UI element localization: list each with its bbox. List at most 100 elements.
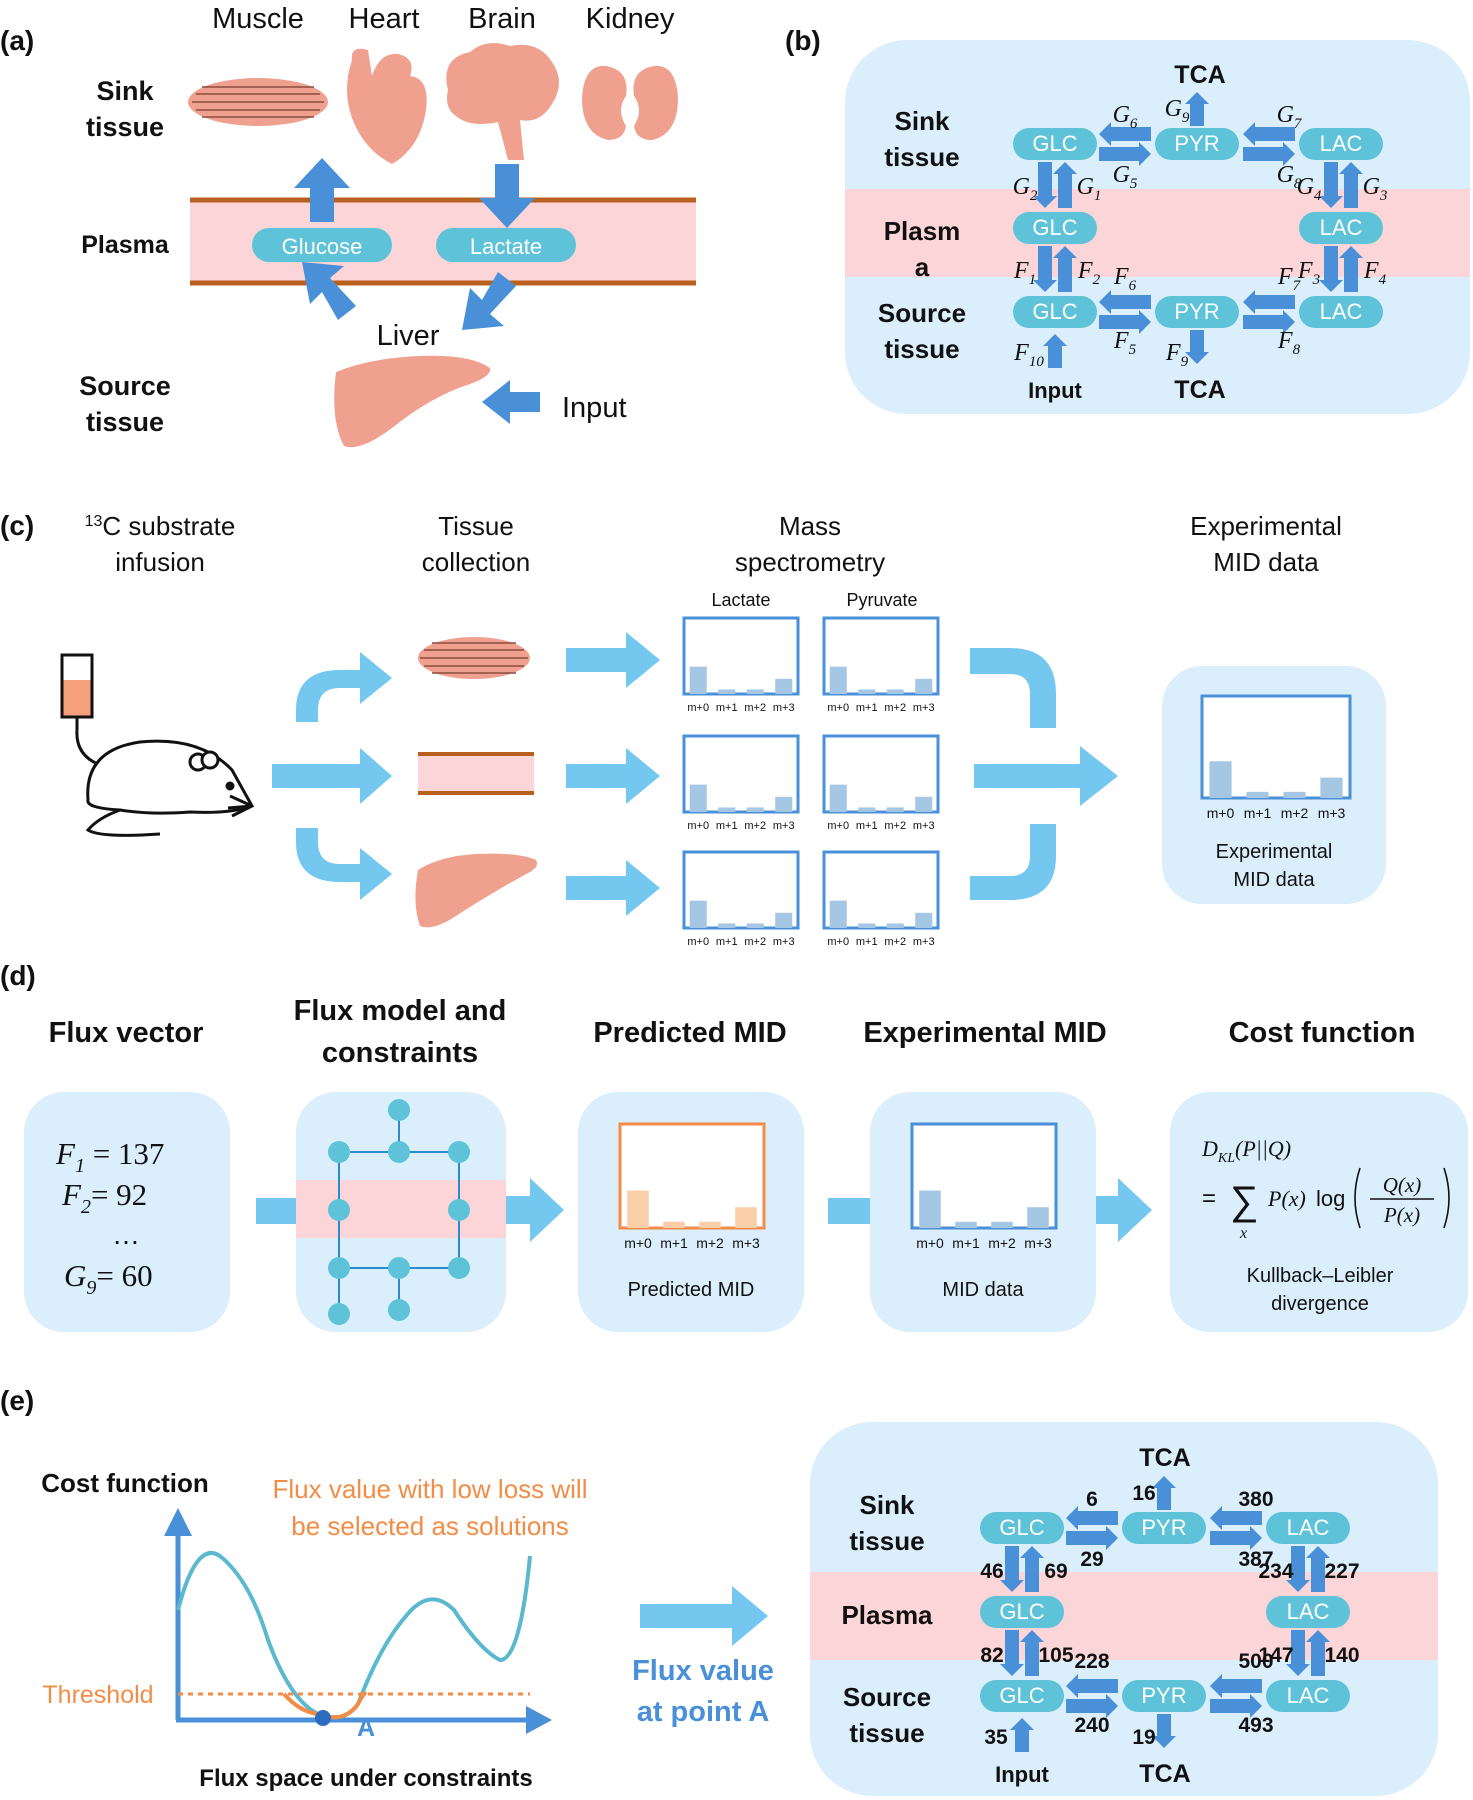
d-net-node-7 <box>388 1257 410 1279</box>
panel-d-label: (d) <box>0 960 36 991</box>
kidney-icon <box>582 65 678 140</box>
e-arrow-f10 <box>1010 1718 1034 1752</box>
b-flux-label-f5: F5 <box>1113 328 1137 358</box>
e-sink-glc-label: GLC <box>999 1515 1044 1540</box>
d-exp-mid-bar-0 <box>919 1190 941 1228</box>
e-low-loss-segment <box>282 1690 368 1720</box>
e-arrow-g8 <box>1210 1526 1262 1550</box>
c-mid-r1-c1-bar-0 <box>829 784 847 812</box>
d-net-node-3 <box>448 1141 470 1163</box>
liver-label: Liver <box>377 320 440 352</box>
panel-c-label: (c) <box>0 510 34 541</box>
b-source-glc-label: GLC <box>1032 299 1077 324</box>
b-plasma-glc-pill <box>1013 212 1097 244</box>
c-mid-r0-c1-bar-2 <box>886 689 904 694</box>
b-flux-label-g8: G8 <box>1277 162 1302 192</box>
d-exp-mid-tick-1: m+1 <box>952 1235 980 1251</box>
c-mid-r0-c0-tick-0: m+0 <box>687 702 709 714</box>
c-mid-r0-c0-bar-0 <box>689 666 707 694</box>
c-mid-r0-c1-tick-1: m+1 <box>856 702 878 714</box>
e-arrow-g2 <box>1000 1546 1024 1592</box>
d-net-node-4 <box>328 1199 350 1221</box>
muscle-icon <box>188 78 328 126</box>
c-mid-r1-c0-tick-2: m+2 <box>744 820 766 832</box>
b-arrow-g2 <box>1033 162 1057 208</box>
c-mid-r2-c0-tick-1: m+1 <box>716 936 738 948</box>
e-arrow-g1 <box>1020 1546 1044 1592</box>
c-exp-mid-tick-3: m+3 <box>1318 805 1346 821</box>
c-exp-mid-tick-2: m+2 <box>1281 805 1309 821</box>
e-threshold-label: Threshold <box>42 1681 153 1709</box>
d-cost-box <box>1170 1092 1468 1332</box>
b-source-lac-pill <box>1299 296 1383 328</box>
e-arrow-g3 <box>1306 1546 1330 1592</box>
b-arrow-f1 <box>1033 246 1057 292</box>
brain-to-lactate-arrow <box>479 164 535 228</box>
d-flow-arrows <box>256 1178 1152 1242</box>
c-mid-r1-c1-bar-2 <box>886 807 904 812</box>
c-mid-r1-c1-bar-1 <box>858 807 876 812</box>
c-mid-r0-c0-bar-2 <box>746 689 764 694</box>
c-mid-r1-c1-tick-2: m+2 <box>884 820 906 832</box>
e-arrow-g7 <box>1210 1506 1262 1530</box>
d-pred-mid-tick-1: m+1 <box>660 1235 688 1251</box>
b-arrow-g4 <box>1319 162 1343 208</box>
a-plasma-label: Plasma <box>81 231 170 259</box>
c-mid-r0-c1-bar-0 <box>829 666 847 694</box>
d-pred-mid-bar-3 <box>735 1207 757 1228</box>
mouse-infusion-icon <box>60 653 255 837</box>
liver-sample-icon <box>415 853 538 928</box>
c-flow-arrows <box>272 632 1118 916</box>
e-tca-bottom: TCA <box>1139 1760 1190 1788</box>
c-mid-r2-c0-bar-2 <box>746 923 764 928</box>
glucose-label: Glucose <box>282 234 363 259</box>
c-exp-mid-bar-1 <box>1246 791 1269 798</box>
d-net-node-1 <box>388 1141 410 1163</box>
b-tca-bottom: TCA <box>1174 376 1225 404</box>
e-flux-value-f6: 228 <box>1074 1650 1109 1673</box>
b-flux-label-f7: F7 <box>1277 264 1302 294</box>
d-net-node-8 <box>448 1257 470 1279</box>
e-flux-value-f2: 105 <box>1038 1644 1073 1667</box>
b-arrow-g8 <box>1243 142 1295 166</box>
b-input-label: Input <box>1028 378 1082 403</box>
b-sink-lac-label: LAC <box>1320 131 1363 156</box>
b-tca-top: TCA <box>1174 61 1225 89</box>
b-arrow-g7 <box>1243 122 1295 146</box>
c-mid-r2-c1-bar-3 <box>915 912 933 928</box>
plasma-sample-icon <box>418 752 534 795</box>
b-flux-label-g9: G9 <box>1165 96 1190 126</box>
organ-muscle-label: Muscle <box>212 3 304 35</box>
d-exp-mid-tick-3: m+3 <box>1024 1235 1052 1251</box>
c-mid-r2-c0-bar-0 <box>689 900 707 928</box>
b-sink-glc-label: GLC <box>1032 131 1077 156</box>
b-flux-label-f4: F4 <box>1363 258 1387 288</box>
c-mid-r1-c0-tick-3: m+3 <box>773 820 795 832</box>
c-exp-mid-bar-0 <box>1209 761 1232 798</box>
e-flux-value-g4: 234 <box>1258 1560 1293 1583</box>
c-mid-r2-c1-bar-1 <box>858 923 876 928</box>
c-mid-r1-c0-bar-2 <box>746 807 764 812</box>
kl-lhs: DKL(P||Q) <box>1201 1136 1291 1166</box>
e-point-a-label: A <box>357 1714 375 1742</box>
b-arrow-g9 <box>1185 92 1209 126</box>
e-flux-value-g5: 29 <box>1080 1548 1103 1571</box>
c-mid-r1-c0-bar-0 <box>689 784 707 812</box>
b-arrow-g1 <box>1053 162 1077 208</box>
e-source-pyr-pill <box>1122 1680 1206 1712</box>
c-mid-r0-c0-tick-1: m+1 <box>716 702 738 714</box>
c-col-pyruvate: Pyruvate <box>846 590 917 610</box>
e-flux-value-f1: 82 <box>980 1644 1003 1667</box>
e-flux-value-f7: 500 <box>1238 1650 1273 1673</box>
